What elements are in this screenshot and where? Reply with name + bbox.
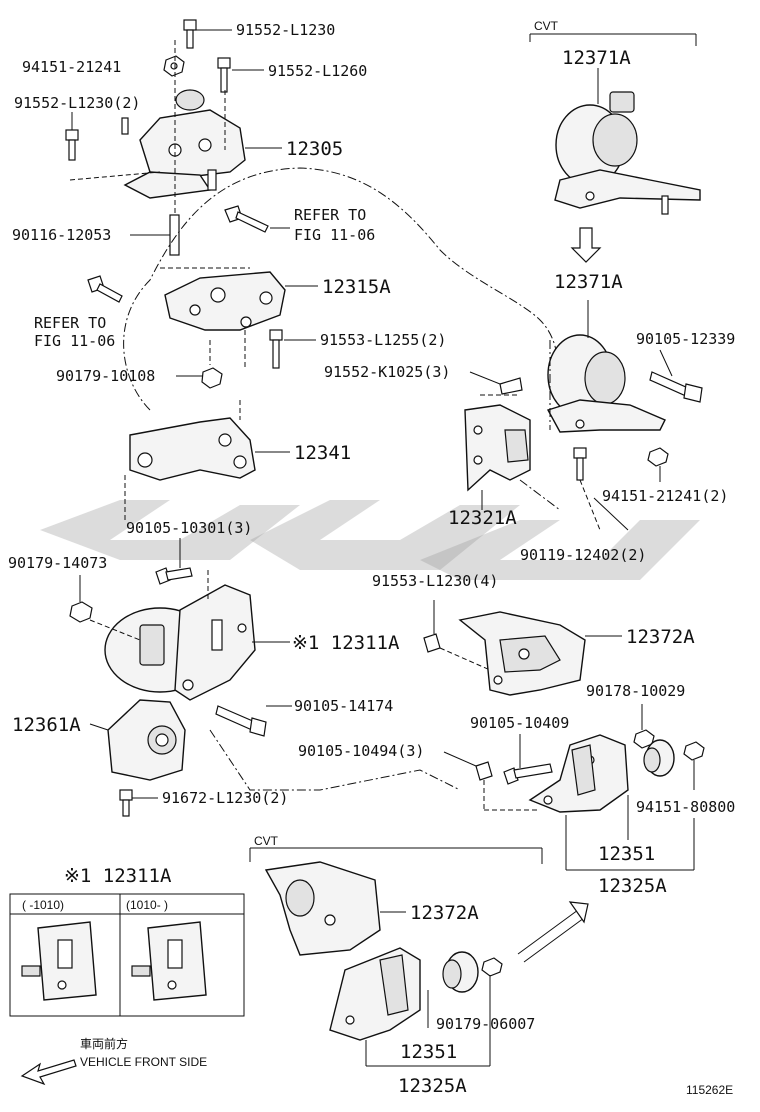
nut-94151-80800-part [683,741,705,790]
label-91553-l1255-2: 91553-L1255(2) [320,331,446,349]
label-90105-10494-3: 90105-10494(3) [298,742,424,760]
label-94151-21241: 94151-21241 [22,58,121,76]
label-12372a: 12372A [626,626,695,648]
mount-12371a-top-part [554,68,701,215]
label-inset-col1: ( -1010) [22,898,64,912]
label-94151-80800: 94151-80800 [636,798,735,816]
assembly-12325a-bracket [565,795,695,871]
bushing-part [643,739,675,777]
vehicle-front-arrow-icon [20,1059,77,1086]
label-refer-to-1: REFER TO [294,206,366,224]
cvt-bottom-bracket [249,847,543,864]
label-fig-11-06-2: FIG 11-06 [34,332,115,350]
label-vehicle-front-jp: 車両前方 [80,1036,128,1051]
label-90179-10108: 90179-10108 [56,367,155,385]
nut-90179-14073-part [69,575,93,623]
bracket-12321a-part [464,404,531,510]
label-91552-l1230: 91552-L1230 [236,21,335,39]
down-arrow-icon [570,227,602,263]
label-90178-10029: 90178-10029 [586,682,685,700]
label-12361a: 12361A [12,714,81,736]
bolt-90119-12402-part [573,447,629,531]
label-12315a: 12315A [322,276,391,298]
watermark-logo [40,500,700,580]
nut-94151-21241-right-part [647,447,669,482]
label-12351-bottom: 12351 [400,1041,457,1063]
label-94151-21241-2: 94151-21241(2) [602,487,728,505]
label-91552-l1230-2: 91552-L1230(2) [14,94,140,112]
mount-12372a-part [458,611,622,696]
bolt-91552-l1260-part [217,57,264,93]
label-inset-title: ※1 12311A [64,865,172,887]
mount-12361a-part [89,699,186,781]
label-cvt-top: CVT [534,19,559,33]
bolt-refer-fig-left-part [87,275,123,303]
bolt-90105-14174-part [215,705,292,737]
label-12351: 12351 [598,843,655,865]
label-90119-12402-2: 90119-12402(2) [520,546,646,564]
stud-90116-12053-part [130,214,180,256]
nut-90179-06007-part [481,957,503,977]
bolt-90105-10301-part [155,538,193,585]
bolt-90105-10409-part [503,734,553,785]
label-90179-14073: 90179-14073 [8,554,107,572]
mount-12311a-part [104,584,290,701]
bolt-90105-10494-part [443,751,493,781]
mount-12305-part [123,89,282,199]
label-90116-12053: 90116-12053 [12,226,111,244]
label-90105-10301-3: 90105-10301(3) [126,519,252,537]
label-12311a: ※1 12311A [292,632,400,654]
bolt-91553-l1230-part [423,600,441,653]
label-91553-l1230-4: 91553-L1230(4) [372,572,498,590]
inset-box [9,893,245,1017]
bolt-91552-l1230-left-part [65,112,129,161]
label-90105-10409: 90105-10409 [470,714,569,732]
bracket-12351-bottom-part [329,947,421,1041]
bracket-12351-part [528,734,629,813]
bolt-refer-fig-part [224,205,290,233]
label-91552-l1260: 91552-L1260 [268,62,367,80]
bolt-91552-k1025-part [469,371,523,395]
label-12305: 12305 [286,138,343,160]
bushing-bottom-part [442,951,479,993]
label-90179-06007: 90179-06007 [436,1015,535,1033]
bolt-90105-12339-part [649,349,703,403]
assembly-12325a-bottom-bracket [365,975,491,1067]
label-figure-number: 115262E [686,1083,733,1097]
label-refer-to-2: REFER TO [34,314,106,332]
bolt-91552-l1230-part [183,19,232,49]
mount-12372a-bottom-part [264,861,406,956]
label-fig-11-06-1: FIG 11-06 [294,226,375,244]
label-cvt-bottom: CVT [254,834,279,848]
label-12321a: 12321A [448,507,517,529]
label-90105-12339: 90105-12339 [636,330,735,348]
label-12325a: 12325A [598,875,667,897]
bolt-91672-l1230-part [119,789,158,817]
nut-90178-10029-part [633,704,655,749]
label-91552-k1025-3: 91552-K1025(3) [324,363,450,381]
label-12371a-top: 12371A [562,47,631,69]
label-12325a-bottom: 12325A [398,1075,467,1097]
bracket-12315a-part [164,271,318,331]
nut-90179-10108-part [176,367,223,389]
label-12371a-mid: 12371A [554,271,623,293]
label-inset-col2: (1010- ) [126,898,168,912]
cvt-top-bracket [529,33,697,46]
bracket-12341-part [129,417,290,481]
assembly-arrow-icon [517,901,589,963]
label-90105-14174: 90105-14174 [294,697,393,715]
bolt-91553-l1255-part [269,329,316,369]
label-12372a-bottom: 12372A [410,902,479,924]
label-12341: 12341 [294,442,351,464]
nut-94151-21241-part [163,55,185,77]
mount-12371a-mid-part [546,300,666,433]
label-vehicle-front-en: VEHICLE FRONT SIDE [80,1055,207,1069]
label-91672-l1230-2: 91672-L1230(2) [162,789,288,807]
